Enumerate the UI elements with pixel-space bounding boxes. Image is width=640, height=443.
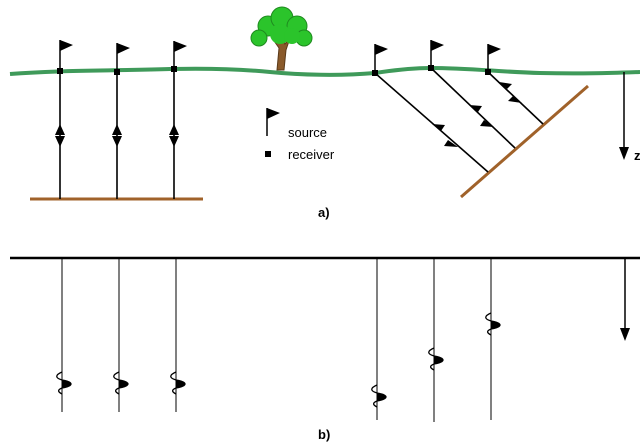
legend: source receiver	[265, 108, 335, 162]
ray-arrow-up-4	[432, 124, 445, 131]
panel-a-caption: a)	[318, 205, 330, 220]
source-flag-icon	[59, 40, 73, 68]
legend-receiver-icon	[265, 151, 271, 157]
ray-arrow-up-6	[499, 82, 512, 89]
panel-a: z source receiver a)	[9, 6, 640, 220]
source-flag-icon	[116, 43, 130, 69]
ray-arrow-up-2	[112, 124, 122, 135]
legend-source-label: source	[288, 125, 327, 140]
legend-source-flag-icon	[266, 108, 280, 136]
source-flag-icon	[487, 44, 501, 69]
ray-arrow-down-3	[169, 136, 179, 147]
receiver-icon	[485, 69, 491, 75]
vertical-rays	[55, 69, 179, 199]
slanted-rays	[374, 67, 544, 173]
receiver-icon	[57, 68, 63, 74]
receiver-icon	[428, 65, 434, 71]
tree-icon	[250, 6, 313, 71]
depth-axis-a-arrowhead	[619, 147, 629, 160]
panel-b-caption: b)	[318, 427, 330, 442]
ray-arrow-up-3	[169, 124, 179, 135]
legend-receiver-label: receiver	[288, 147, 335, 162]
ray-arrow-up-1	[55, 124, 65, 135]
dipping-reflector	[460, 84, 589, 199]
receiver-icon	[114, 69, 120, 75]
trace	[113, 258, 129, 412]
trace	[371, 258, 387, 420]
source-flag-icon	[173, 41, 187, 66]
receiver-icon	[171, 66, 177, 72]
trace	[485, 258, 501, 420]
panel-b: b)	[10, 256, 640, 442]
receiver-icon	[372, 70, 378, 76]
trace	[170, 258, 186, 412]
depth-axis-label: z	[634, 148, 640, 163]
trace	[428, 258, 444, 422]
ray-arrow-down-4	[444, 140, 458, 147]
ray-arrow-up-5	[469, 105, 482, 112]
trace	[56, 258, 72, 412]
ground-surface	[9, 65, 640, 77]
source-flag-icon	[374, 44, 388, 70]
ray-arrow-down-1	[55, 136, 65, 147]
time-axis-b-arrowhead	[620, 328, 630, 341]
ray-4	[374, 72, 489, 173]
source-flag-icon	[430, 40, 444, 65]
ray-arrow-down-5	[480, 120, 494, 127]
ray-arrow-down-2	[112, 136, 122, 147]
ray-arrow-down-6	[508, 96, 522, 103]
